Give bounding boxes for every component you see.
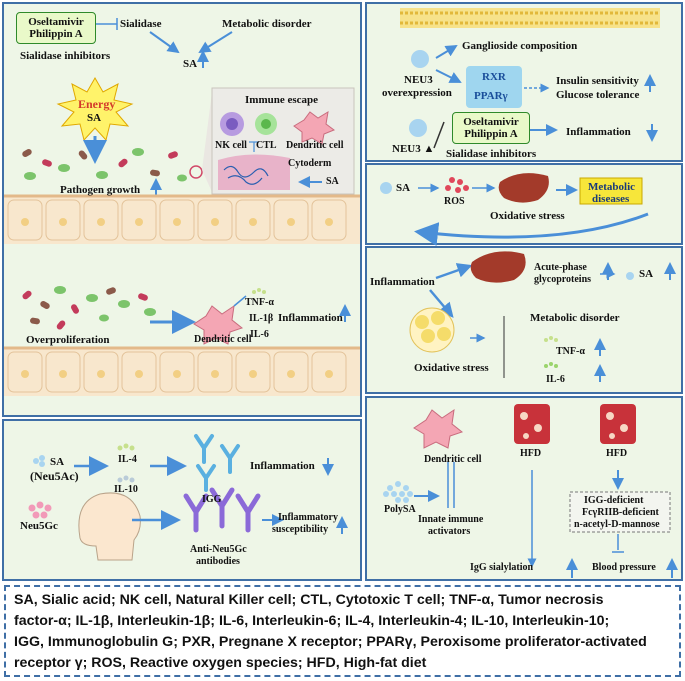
sialidase-label: Sialidase [120,18,162,30]
innate-immune-label-1: Innate immune [418,514,484,525]
dendritic-cell-label: Dendritic cell [286,140,344,151]
legend-line-2: factor-α; IL-1β, Interleukin-1β; IL-6, I… [14,613,610,629]
neu3-deficient-label: NEU3 ▲ [392,143,435,155]
innate-immune-label-2: activators [428,526,471,537]
legend-line-4: receptor γ; ROS, Reactive oxygen species… [14,655,427,671]
metabolic-diseases-box [579,177,643,205]
neu3-overexpression-label: overexpression [382,87,452,99]
inflammation-e-label: Inflammation [250,460,315,472]
il4-label: IL-4 [118,454,137,465]
adipocytes-icon [409,307,455,353]
epithelium-row-1 [4,194,360,244]
drug-oseltamivir-2: Oseltamivir [463,116,519,128]
energy-label: Energy [78,97,116,111]
immune-escape-label: Immune escape [245,94,319,106]
neu3-icon [411,50,429,68]
inflammation-label: Inflammation [278,312,343,324]
hfd-meat-icon [514,404,550,444]
il1b-label: IL-1β [249,313,274,324]
il10-label: IL-10 [114,484,138,495]
overproliferation-label: Overproliferation [26,334,110,346]
sa-c-label: SA [396,182,411,194]
drug-oseltamivir: Oseltamivir [28,16,84,28]
sialidase-inhibitors-label: Sialidase inhibitors [20,50,111,62]
dendritic-cell-2-label: Dendritic cell [194,334,252,345]
neu5gc-label: Neu5Gc [20,520,58,532]
oxidative-stress-d-label: Oxidative stress [414,362,489,374]
polysa-icon [383,481,413,503]
abbreviation-legend: SA, Sialic acid; NK cell, Natural Killer… [4,585,681,677]
pathogen-growth-label: Pathogen growth [60,184,141,196]
dendritic-cell-icon [293,111,336,145]
glucose-tolerance-label: Glucose tolerance [556,89,640,101]
igg-sialylation-label: IgG sialylation [470,562,534,573]
human-head-icon [78,492,141,561]
deficiency-box [569,491,671,533]
nk-cell-label: NK cell [215,140,247,151]
sa-e-label: SA [50,456,65,468]
hfd-label-1: HFD [520,448,542,459]
neu5ac-label: (Neu5Ac) [30,469,79,483]
tnf-alpha-label: TNF-α [245,297,274,308]
anti-neu5gc-label-2: antibodies [196,556,240,567]
drug-philippin: Philippin A [29,28,83,40]
acute-phase-label-1: Acute-phase [534,262,587,273]
sa-label: SA [183,58,198,70]
ganglioside-label: Ganglioside composition [462,40,578,52]
blood-pressure-label: Blood pressure [592,562,656,573]
energy-sa-label: SA [87,112,102,124]
igg-icon [194,434,240,492]
legend-line-3: IGG, Immunoglobulin G; PXR, Pregnane X r… [14,634,647,650]
ctl-label: CTL [256,140,277,151]
epithelium-row-2 [4,346,360,396]
metabolic-disorder-label: Metabolic disorder [222,18,312,30]
insulin-sensitivity-label: Insulin sensitivity [556,75,639,87]
inflammation-b-label: Inflammation [566,126,631,138]
hfd-label-2: HFD [606,448,628,459]
rxr-ppar-box [466,66,522,108]
panel-neu5ac-neu5gc [2,419,362,581]
igg-deficient-label: IGG-deficient [584,495,644,506]
cell-membrane-icon [400,8,660,28]
fcg-deficient-label: FcγRIIB-deficient [582,507,659,518]
drug-philippin-2: Philippin A [464,128,518,140]
inflammatory-susceptibility-label-1: Inflammatory [278,512,338,523]
energy-burst-icon [56,76,134,142]
ros-label: ROS [444,196,465,207]
dendritic-cell-f-label: Dendritic cell [424,454,482,465]
sa-inset-label: SA [326,176,339,187]
ros-icon [445,177,469,193]
legend-line-1: SA, Sialic acid; NK cell, Natural Killer… [14,592,604,608]
metabolic-diseases-label-2: diseases [592,193,630,205]
pathogen-icon [22,148,187,182]
acute-phase-label-2: glycoproteins [534,274,592,285]
igg-label: IGG [202,494,222,505]
inhibitor-drug-box: Oseltamivir Philippin A [16,12,96,44]
metabolic-disorder-d-label: Metabolic disorder [530,312,620,324]
sialidase-inhibitors-b-label: Sialidase inhibitors [446,148,537,160]
dendritic-cell-3-icon [413,408,464,449]
hfd-meat-2-icon [600,404,636,444]
inflammation-d-label: Inflammation [370,276,435,288]
neu3-label: NEU3 [404,74,433,86]
tnf-alpha-d-label: TNF-α [556,346,585,357]
il6-label: IL-6 [250,329,269,340]
il6-d-label: IL-6 [546,374,565,385]
ppar-gamma-label: PPARγ [474,90,508,102]
anti-neu5gc-antibody-icon [183,487,261,533]
metabolic-diseases-label-1: Metabolic [588,181,636,193]
liver-2-icon [470,251,526,283]
liver-icon [498,173,549,203]
n-acetyl-mannose-label: n-acetyl-D-mannose [574,519,660,530]
sa-d-label: SA [639,268,654,280]
cytoderm-label: Cytoderm [288,158,332,169]
inhibitor-drug-box-2: Oseltamivir Philippin A [452,112,530,144]
anti-neu5gc-label-1: Anti-Neu5Gc [190,544,247,555]
polysa-label: PolySA [384,504,416,515]
oxidative-stress-c-label: Oxidative stress [490,210,565,222]
rxr-label: RXR [482,71,506,83]
inflammatory-susceptibility-label-2: susceptibility [272,524,329,535]
